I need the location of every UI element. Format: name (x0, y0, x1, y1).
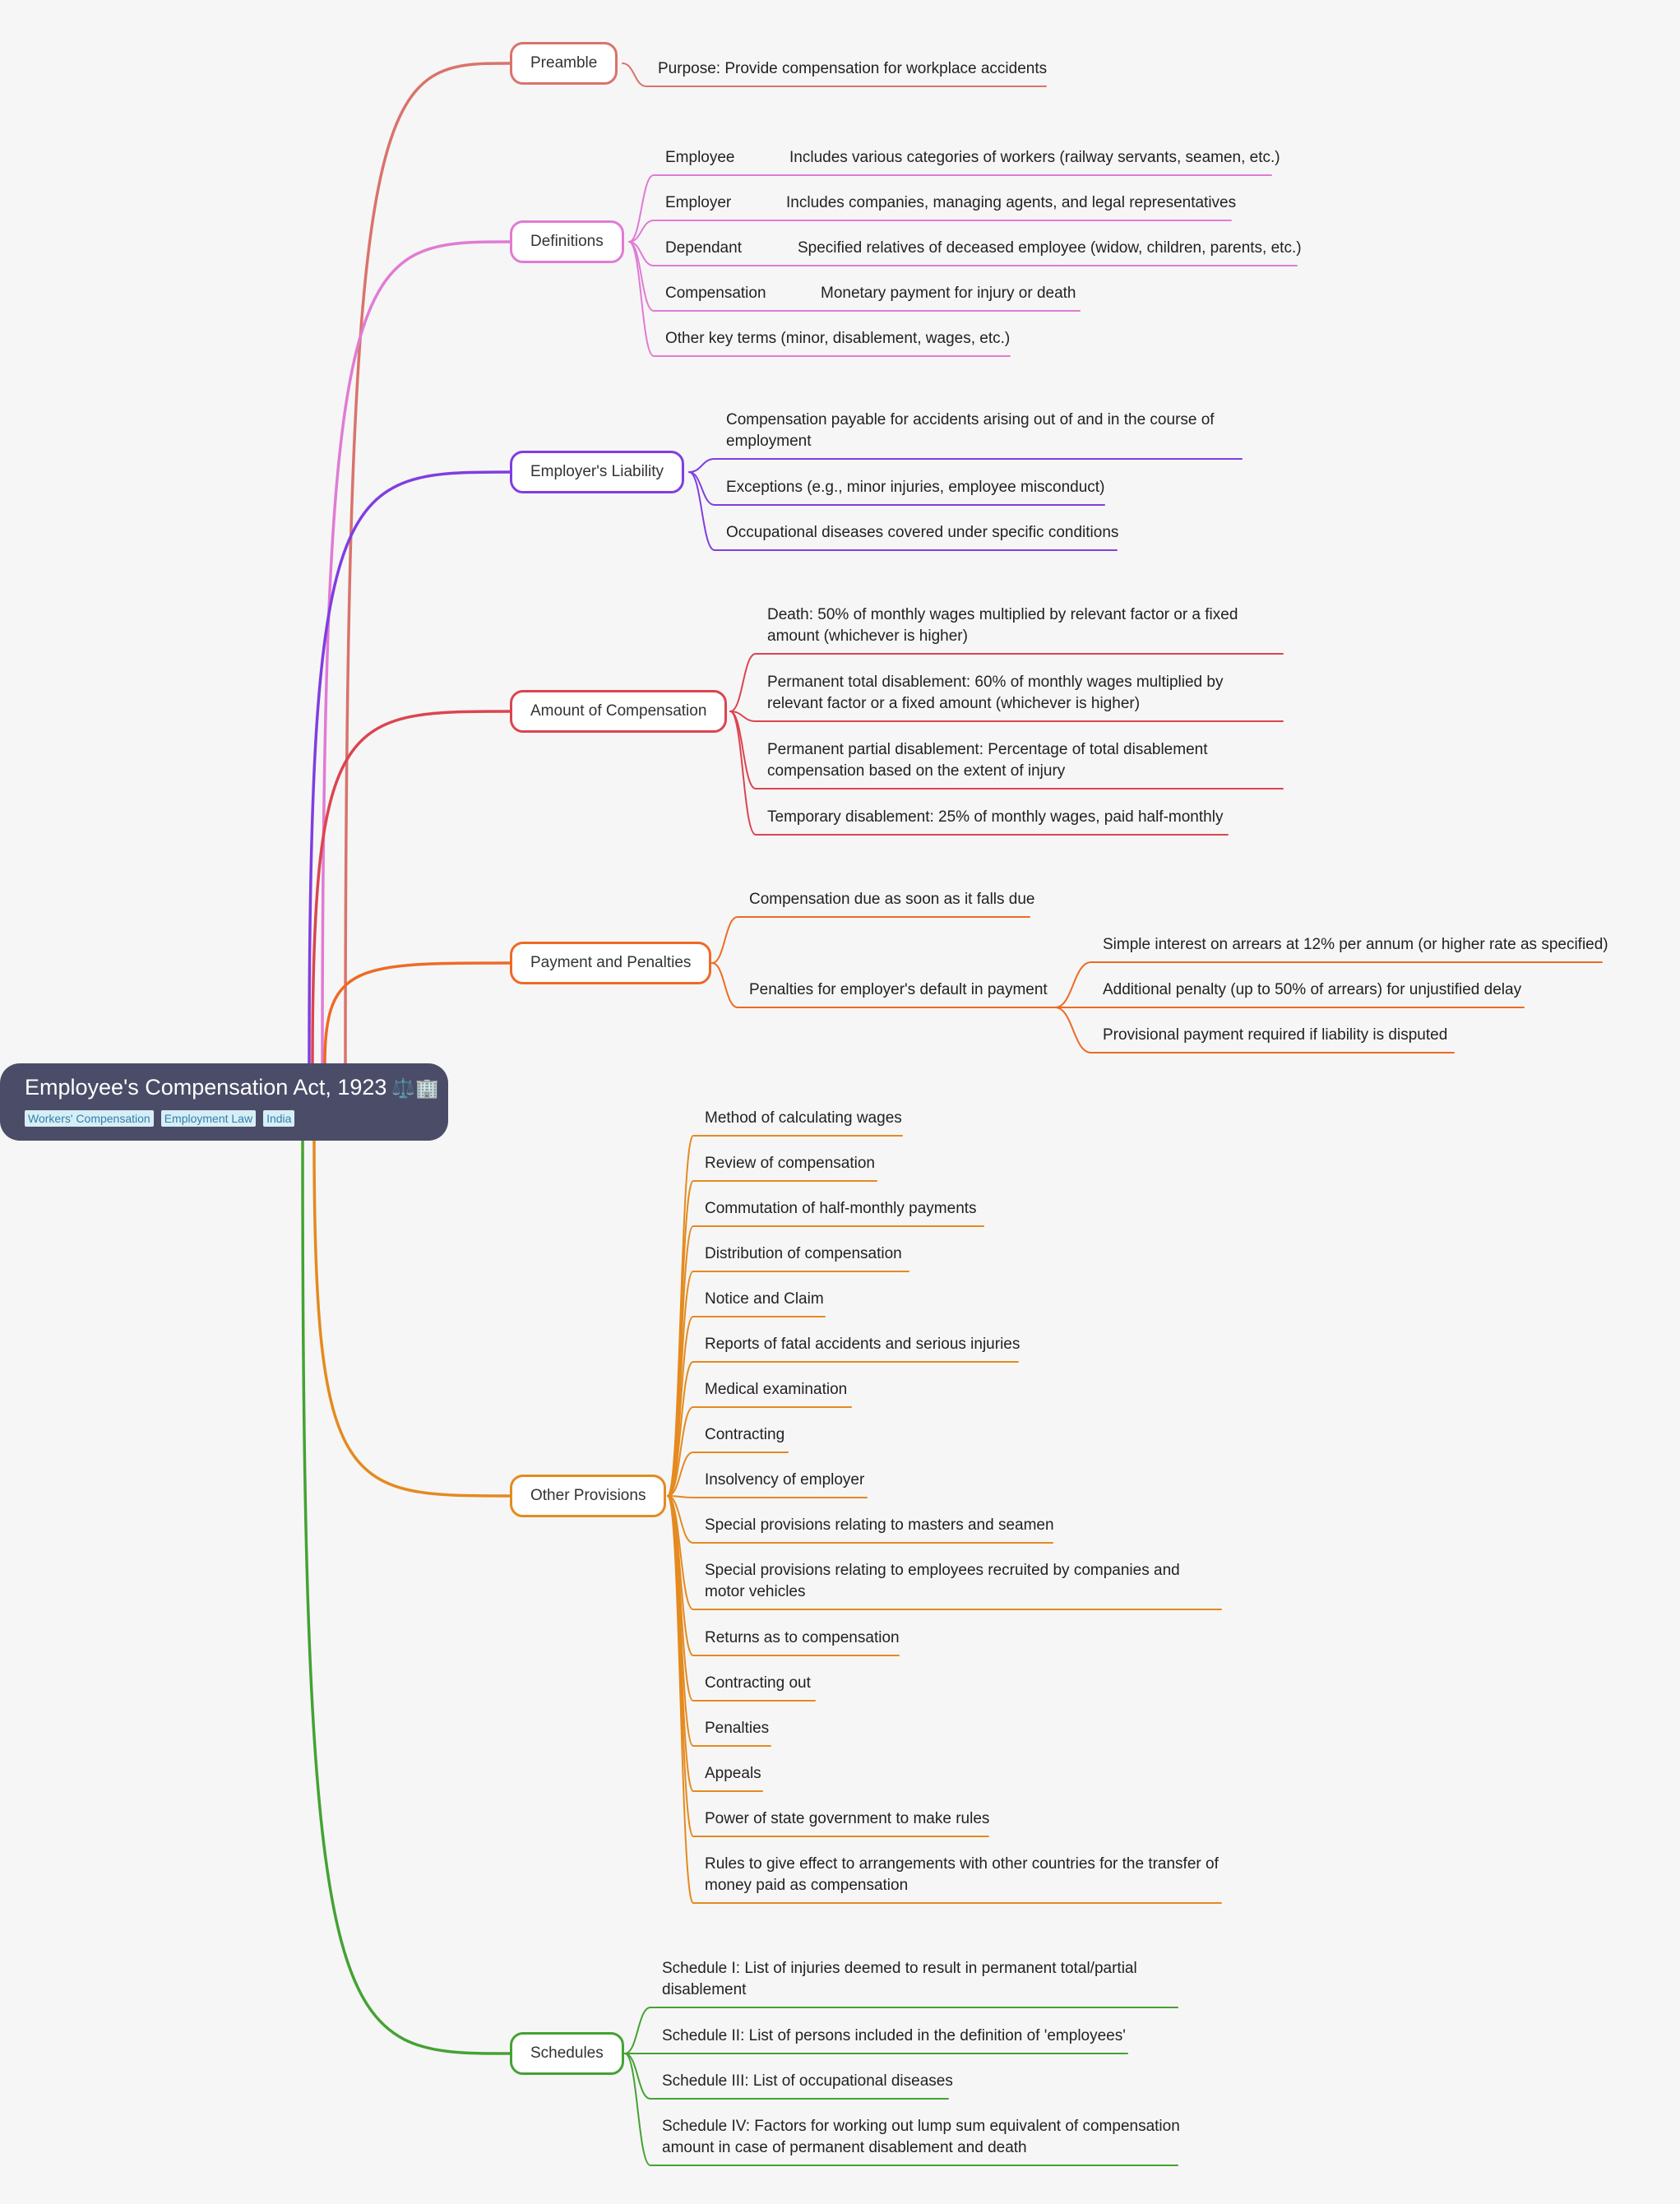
branch-preamble[interactable]: Preamble (510, 42, 618, 85)
root-title: Employee's Compensation Act, 1923 (25, 1075, 387, 1100)
tag-workers-compensation[interactable]: Workers' Compensation (25, 1110, 154, 1127)
compensation-item[interactable]: Death: 50% of monthly wages multiplied b… (767, 606, 1238, 645)
provision-item[interactable]: Appeals (705, 1765, 761, 1782)
provision-item[interactable]: Contracting (705, 1426, 785, 1443)
leaf-connector (624, 2053, 1178, 2166)
scales-building-icon: ⚖️🏢 (391, 1077, 439, 1099)
penalty-connector (1054, 961, 1603, 1008)
leaf-connector (729, 711, 1229, 836)
penalty-connector (1054, 1007, 1455, 1053)
definition-detail[interactable]: Includes various categories of workers (… (789, 149, 1280, 166)
leaf-connector (688, 471, 1105, 506)
provision-item[interactable]: Power of state government to make rules (705, 1810, 990, 1827)
provision-item[interactable]: Commutation of half-monthly payments (705, 1200, 977, 1217)
tag-india[interactable]: India (263, 1110, 295, 1127)
schedule-item[interactable]: Schedule II: List of persons included in… (662, 2027, 1126, 2044)
definition-other-terms[interactable]: Other key terms (minor, disablement, wag… (665, 330, 1011, 347)
definition-term[interactable]: Employee (665, 149, 735, 166)
root-tags: Workers' Compensation Employment Law Ind… (25, 1110, 448, 1127)
schedule-item[interactable]: Schedule III: List of occupational disea… (662, 2072, 953, 2090)
branch-payment-and-penalties[interactable]: Payment and Penalties (510, 942, 712, 984)
compensation-item[interactable]: Temporary disablement: 25% of monthly wa… (767, 808, 1224, 826)
penalty-detail[interactable]: Additional penalty (up to 50% of arrears… (1103, 981, 1522, 998)
provision-item[interactable]: Penalties (705, 1720, 770, 1737)
schedule-item[interactable]: Schedule I: List of injuries deemed to r… (662, 1960, 1137, 1998)
tag-employment-law[interactable]: Employment Law (160, 1110, 257, 1127)
branch-connector (301, 1139, 511, 2055)
provision-item[interactable]: Contracting out (705, 1674, 811, 1692)
leaf-connector (667, 1452, 789, 1497)
branch-connector (321, 240, 511, 1065)
root-node[interactable]: Employee's Compensation Act, 1923⚖️🏢 Wor… (0, 1063, 448, 1141)
compensation-item[interactable]: Permanent partial disablement: Percentag… (767, 741, 1208, 780)
leaf-connector (729, 653, 1284, 712)
penalty-detail[interactable]: Provisional payment required if liabilit… (1103, 1026, 1448, 1044)
branch-connector (344, 62, 511, 1065)
provision-item[interactable]: Review of compensation (705, 1155, 875, 1172)
leaf-connector (711, 916, 1030, 964)
branch-connector (311, 710, 511, 1065)
leaf-connector (622, 63, 1047, 87)
leaf-connector (628, 174, 1272, 243)
leaf-connector (628, 220, 1232, 243)
liability-item[interactable]: Compensation payable for accidents arisi… (726, 411, 1215, 450)
leaf-connector (688, 471, 1118, 551)
leaf-connector (624, 2007, 1178, 2054)
definition-detail[interactable]: Monetary payment for injury or death (821, 285, 1076, 302)
definition-detail[interactable]: Specified relatives of deceased employee… (798, 239, 1302, 257)
branch-amount-of-compensation[interactable]: Amount of Compensation (510, 690, 728, 733)
leaf-connector (729, 711, 1284, 722)
compensation-item[interactable]: Permanent total disablement: 60% of mont… (767, 674, 1224, 712)
provision-item[interactable]: Notice and Claim (705, 1290, 824, 1308)
leaf-connector (667, 1406, 852, 1497)
branch-connector (312, 1139, 511, 1498)
branch-definitions[interactable]: Definitions (510, 220, 624, 263)
leaf-connector (667, 1495, 1053, 1544)
leaf-connector (688, 458, 1243, 473)
leaf-connector (667, 1495, 868, 1498)
branch-connector (323, 961, 511, 1065)
provision-item[interactable]: Special provisions relating to employees… (705, 1562, 1180, 1600)
liability-item[interactable]: Exceptions (e.g., minor injuries, employ… (726, 479, 1105, 496)
definition-detail[interactable]: Includes companies, managing agents, and… (786, 194, 1237, 211)
leaf-connector (667, 1361, 1019, 1497)
provision-item[interactable]: Distribution of compensation (705, 1245, 902, 1262)
provision-item[interactable]: Insolvency of employer (705, 1471, 865, 1489)
provision-item[interactable]: Medical examination (705, 1381, 848, 1398)
penalty-detail[interactable]: Simple interest on arrears at 12% per an… (1103, 936, 1608, 953)
payment-penalties-default[interactable]: Penalties for employer's default in paym… (749, 981, 1048, 998)
liability-item[interactable]: Occupational diseases covered under spec… (726, 524, 1119, 541)
leaf-connector (667, 1495, 989, 1837)
leaf-connector (628, 241, 1011, 357)
provision-item[interactable]: Returns as to compensation (705, 1629, 900, 1646)
branch-schedules[interactable]: Schedules (510, 2032, 624, 2075)
provision-item[interactable]: Rules to give effect to arrangements wit… (705, 1855, 1219, 1894)
branch-other-provisions[interactable]: Other Provisions (510, 1475, 667, 1517)
provision-item[interactable]: Special provisions relating to masters a… (705, 1516, 1054, 1534)
preamble-purpose[interactable]: Purpose: Provide compensation for workpl… (658, 60, 1048, 77)
payment-item[interactable]: Compensation due as soon as it falls due (749, 891, 1035, 908)
provision-item[interactable]: Reports of fatal accidents and serious i… (705, 1336, 1020, 1353)
definition-term[interactable]: Employer (665, 194, 732, 211)
leaf-connector (624, 2053, 949, 2100)
leaf-connector (711, 962, 1056, 1008)
schedule-item[interactable]: Schedule IV: Factors for working out lum… (662, 2118, 1180, 2156)
provision-item[interactable]: Method of calculating wages (705, 1109, 902, 1127)
definition-term[interactable]: Compensation (665, 285, 766, 302)
branch-connector (308, 470, 511, 1065)
branch-employers-liability[interactable]: Employer's Liability (510, 451, 685, 493)
definition-term[interactable]: Dependant (665, 239, 742, 257)
leaf-connector (667, 1495, 1222, 1904)
